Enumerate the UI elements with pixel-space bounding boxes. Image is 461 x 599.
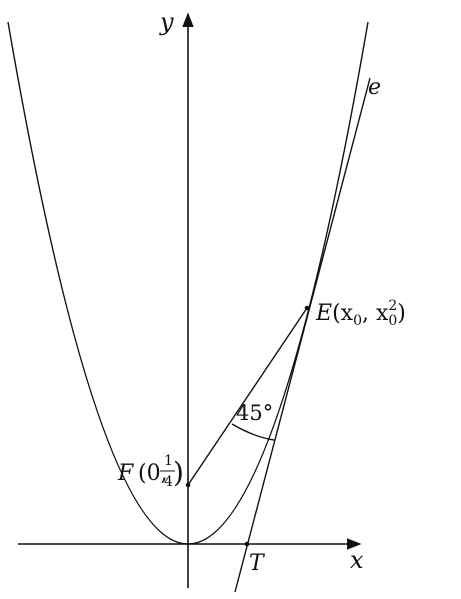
point-f-open: (0, — [138, 461, 168, 486]
angle-arc — [231, 423, 275, 441]
point-f-letter: F — [117, 461, 134, 486]
focal-segment — [187, 307, 308, 486]
tangent-line-e — [234, 77, 371, 593]
point-t-label: T — [249, 551, 266, 576]
angle-label: 45° — [236, 401, 273, 425]
point-f-den: 4 — [164, 474, 173, 490]
tangent-line-label: e — [368, 75, 381, 100]
parabola-curve — [7, 21, 369, 545]
point-f-close: ) — [173, 456, 184, 489]
x-axis-label: x — [350, 546, 364, 574]
point-t — [244, 541, 250, 547]
point-f-num: 1 — [164, 453, 173, 469]
y-axis-label: y — [159, 8, 174, 36]
point-f — [185, 482, 191, 488]
point-f-label: F (0, 1 4 ) — [117, 453, 184, 490]
point-e — [304, 305, 310, 311]
